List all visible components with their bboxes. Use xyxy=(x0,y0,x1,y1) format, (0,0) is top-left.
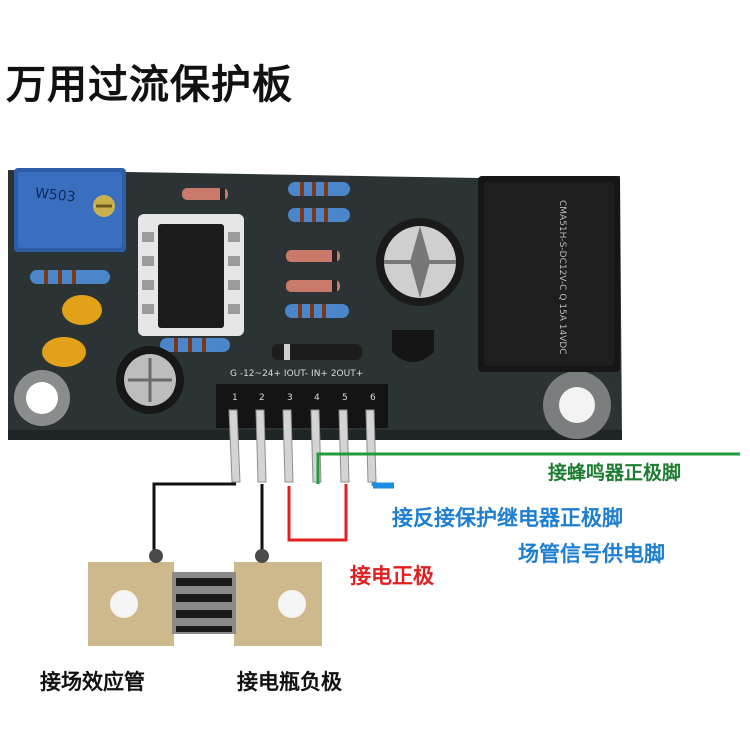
wire-green xyxy=(316,452,740,484)
label-mosfet-signal-power: 场管信号供电脚 xyxy=(518,542,665,566)
pin-number-2: 2 xyxy=(259,393,265,403)
wire-blue xyxy=(371,482,394,486)
ceramic-capacitors xyxy=(42,295,102,367)
silkscreen-pin-labels: G -12~24+ IOUT- IN+ 2OUT+ xyxy=(230,369,363,379)
label-battery-negative: 接电瓶负极 xyxy=(237,670,342,694)
pin-number-1: 1 xyxy=(232,393,238,403)
diodes xyxy=(182,188,362,360)
wire-black-1 xyxy=(152,482,236,556)
capacitor-small xyxy=(116,346,184,414)
label-power-positive: 接电正极 xyxy=(350,564,434,588)
shunt-resistor xyxy=(88,549,322,646)
pin-number-3: 3 xyxy=(287,393,293,403)
pin-header: 1 2 3 4 5 6 xyxy=(216,384,388,428)
page-title: 万用过流保护板 xyxy=(6,62,293,108)
transistor xyxy=(392,330,434,362)
pin-number-5: 5 xyxy=(342,393,348,403)
ic-chip xyxy=(138,214,244,336)
wire-red xyxy=(287,484,348,542)
relay: CMA51H-S-DC12V-C Q 15A 14VDC xyxy=(478,176,620,372)
label-mosfet: 接场效应管 xyxy=(40,670,145,694)
relay-text: CMA51H-S-DC12V-C Q 15A 14VDC xyxy=(557,200,567,355)
pot-label: W503 xyxy=(34,185,76,205)
label-buzzer-positive: 接蜂鸣器正极脚 xyxy=(548,462,682,484)
resistors xyxy=(30,182,350,352)
potentiometer: W503 xyxy=(14,168,126,252)
capacitor-large xyxy=(376,218,464,306)
pin-number-4: 4 xyxy=(314,393,320,403)
pin-number-6: 6 xyxy=(370,393,376,403)
label-relay-positive: 接反接保护继电器正极脚 xyxy=(392,506,623,530)
